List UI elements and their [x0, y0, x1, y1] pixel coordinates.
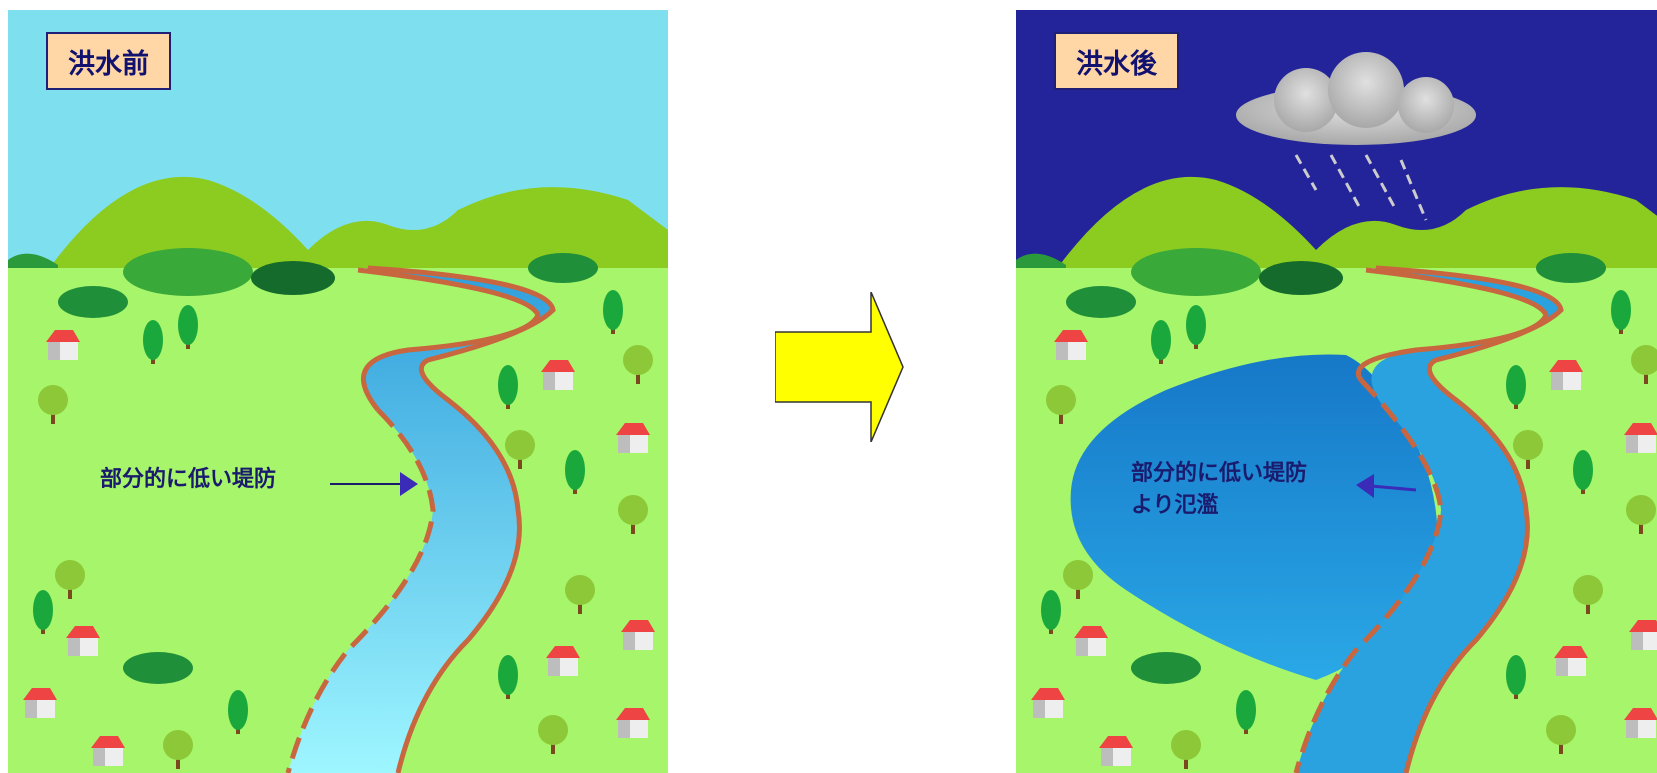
landscape-after: [1016, 10, 1657, 773]
landscape-before: [8, 10, 668, 773]
annotation-low-levee: 部分的に低い堤防: [100, 467, 277, 492]
right-arrow-icon: [775, 292, 904, 442]
panel-after-flood: 洪水後 部分的に低い堤防 より氾濫: [1016, 10, 1657, 773]
annotation-line-2: より氾濫: [1131, 493, 1219, 518]
panel-title: 洪水前: [46, 32, 171, 90]
annotation-line-1: 部分的に低い堤防: [1131, 461, 1308, 486]
annotation-overflow: 部分的に低い堤防 より氾濫: [1131, 458, 1307, 522]
rain-cloud-icon: [1236, 52, 1476, 221]
panel-before-flood: 洪水前 部分的に低い堤防: [8, 10, 668, 773]
panel-title: 洪水後: [1054, 32, 1179, 90]
